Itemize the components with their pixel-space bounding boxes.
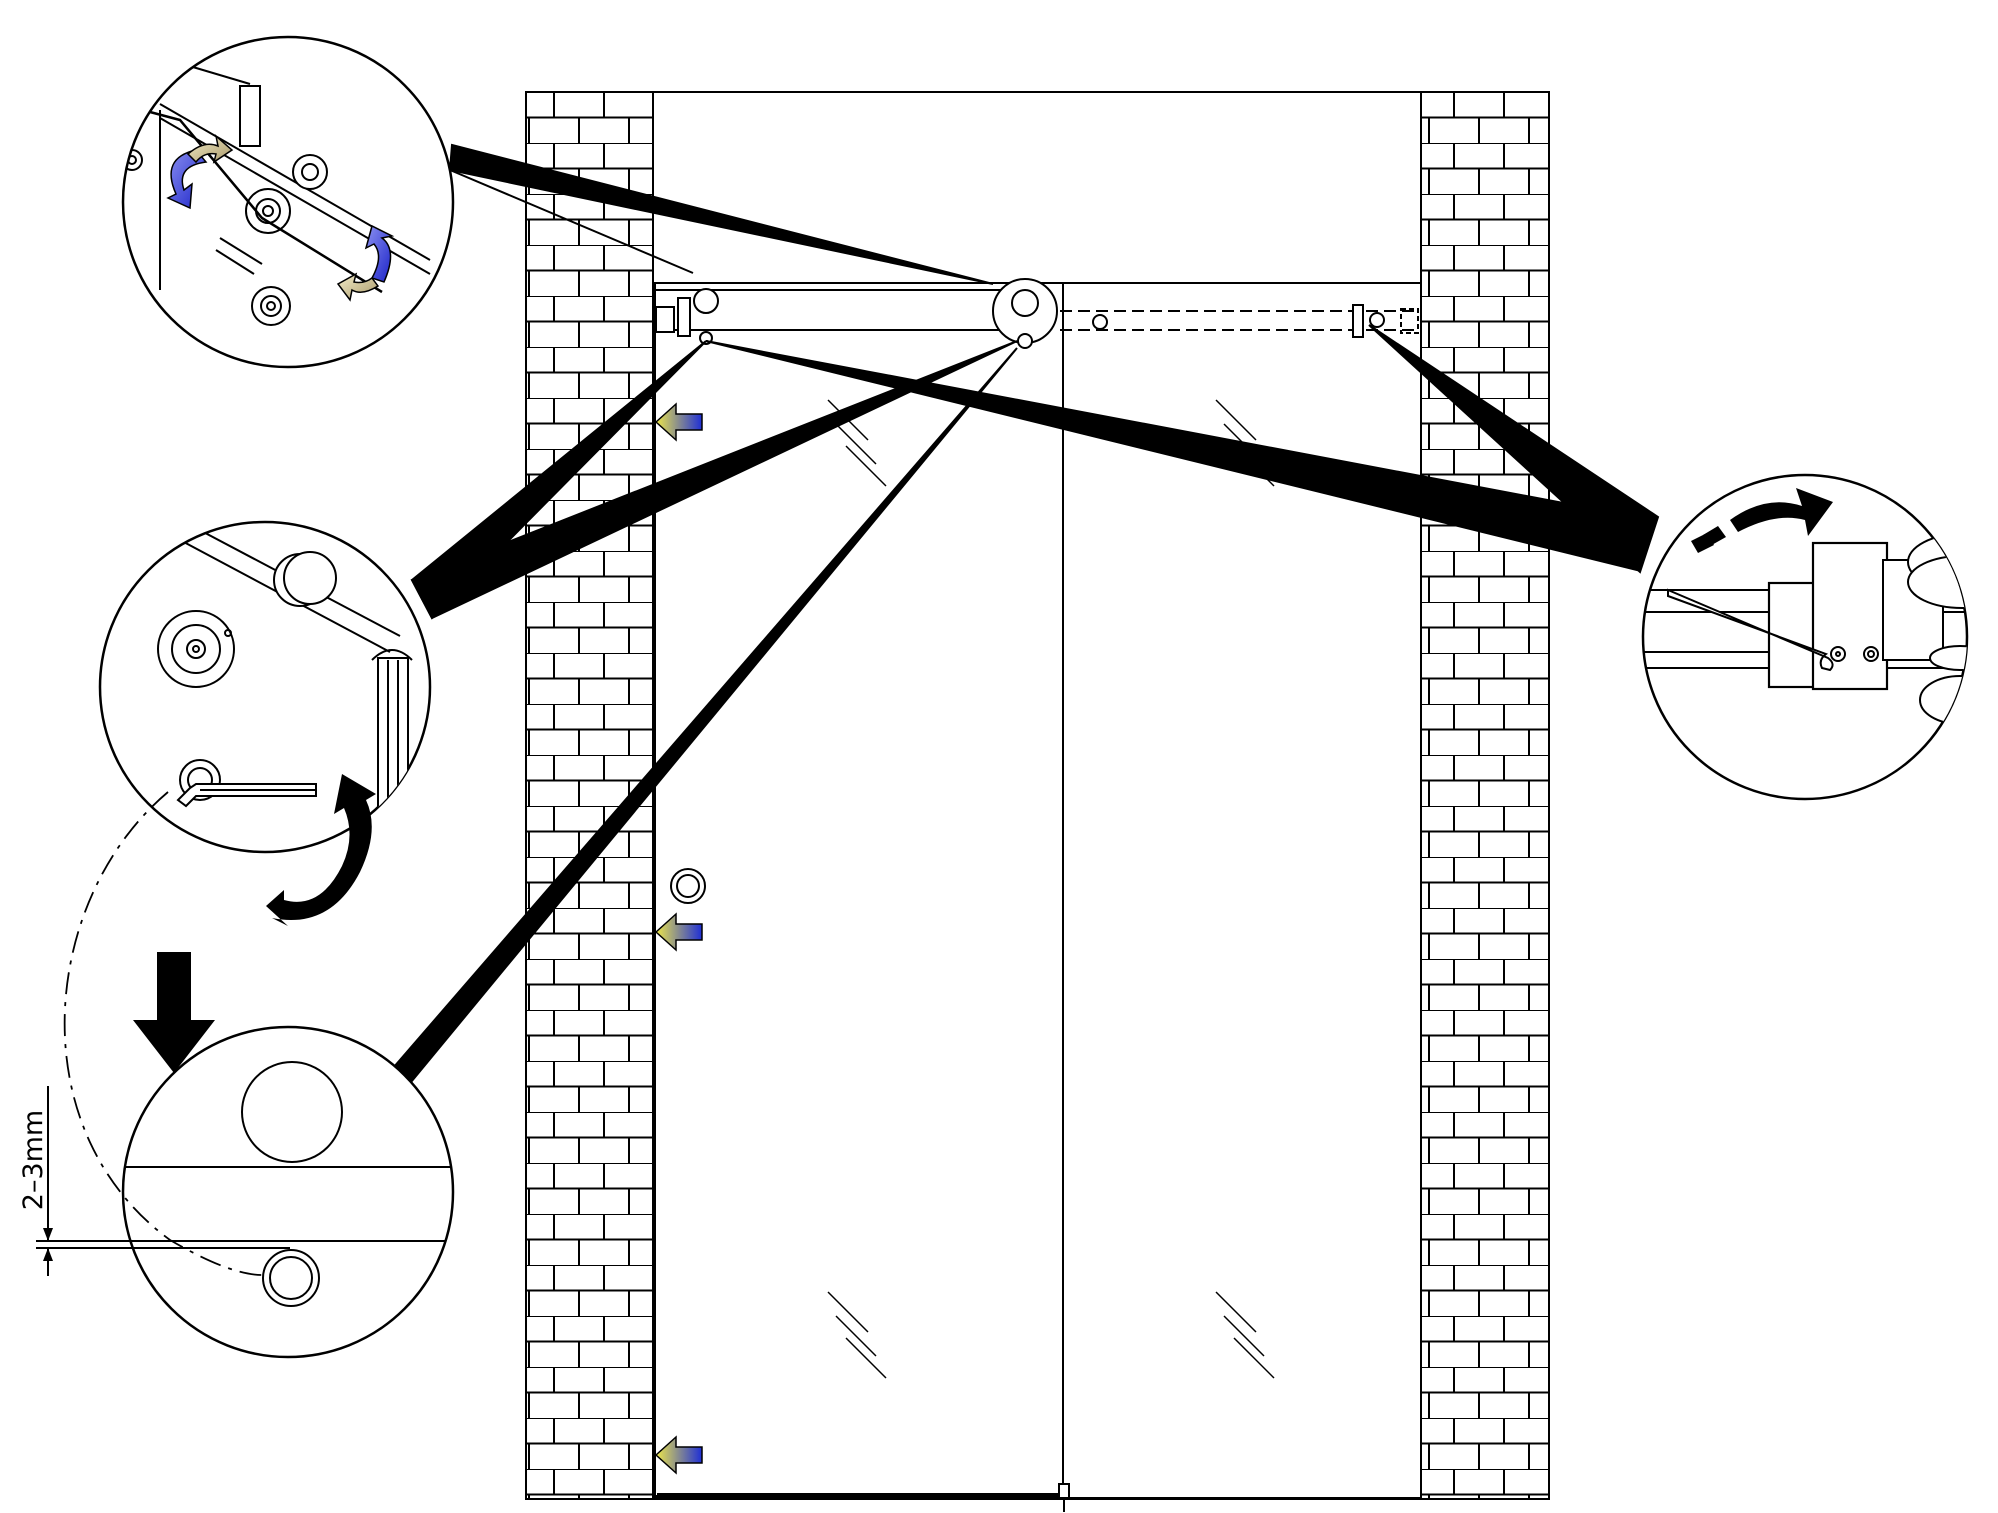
rotate-arrow-icon bbox=[266, 774, 376, 926]
detail-wheel-adjust bbox=[98, 520, 432, 926]
down-arrow-icon bbox=[133, 952, 215, 1073]
sliding-rail bbox=[655, 288, 1419, 345]
rotate-arrow-icon bbox=[186, 133, 234, 164]
glass-reflection-marks bbox=[827, 399, 1275, 1379]
detail-rail-wheels bbox=[121, 35, 455, 369]
rotate-arrow-icon bbox=[1691, 488, 1833, 553]
right-brick-wall bbox=[1420, 91, 1550, 1500]
roller-wheel bbox=[992, 278, 1058, 349]
dashed-guide-arc bbox=[63, 791, 263, 1276]
sliding-glass-door bbox=[654, 282, 1064, 1497]
push-arrow-icon bbox=[654, 402, 703, 1475]
rotate-arrow-icon bbox=[166, 149, 208, 210]
detail-floor-gap bbox=[121, 1025, 455, 1359]
floor-guide bbox=[1058, 1483, 1070, 1512]
detail-stopper-adjust bbox=[1641, 473, 1969, 801]
detail-leader-wedges bbox=[378, 143, 1660, 1101]
rotate-arrow-icon bbox=[364, 224, 395, 283]
gap-dimension-label: 2–3mm bbox=[18, 1110, 49, 1210]
door-handle bbox=[670, 868, 706, 904]
gap-dimension: 2–3mm bbox=[18, 1086, 290, 1276]
rotate-arrow-icon bbox=[336, 272, 380, 302]
